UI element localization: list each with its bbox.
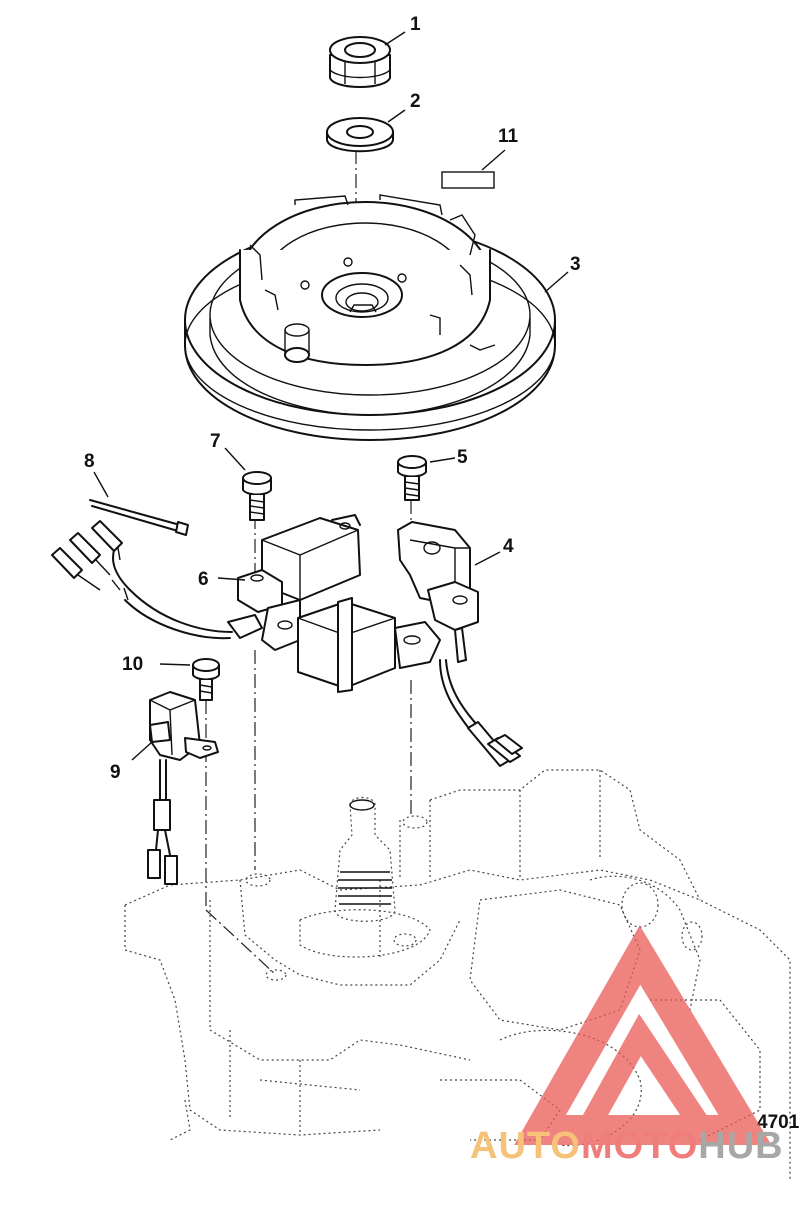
callout-2: 2 bbox=[410, 91, 421, 112]
cable-tie bbox=[89, 499, 189, 536]
callout-9: 9 bbox=[110, 762, 121, 783]
callout-11: 11 bbox=[498, 126, 519, 147]
powerhead-block bbox=[124, 769, 791, 1180]
crankshaft-taper bbox=[334, 796, 396, 922]
watermark-logo-icon bbox=[514, 925, 772, 1145]
callout-labels: 1 2 3 4 5 6 7 8 9 10 11 bbox=[84, 14, 581, 783]
callout-6: 6 bbox=[198, 569, 209, 590]
charging-coil bbox=[227, 597, 441, 693]
callout-10: 10 bbox=[122, 654, 143, 675]
flywheel bbox=[184, 194, 556, 441]
callout-5: 5 bbox=[457, 447, 468, 468]
wire-harness-left bbox=[51, 520, 233, 640]
stator-bolt-left bbox=[242, 471, 272, 521]
watermark: AUTOMOTOHUB bbox=[470, 925, 784, 1167]
svg-text:AUTOMOTOHUB: AUTOMOTOHUB bbox=[470, 1125, 784, 1167]
callout-8: 8 bbox=[84, 451, 95, 472]
figure-number: 4701 bbox=[757, 1112, 800, 1133]
trigger-coil bbox=[147, 691, 219, 885]
trigger-bolt bbox=[192, 658, 220, 701]
stator-bolt-right bbox=[397, 455, 427, 501]
callout-3: 3 bbox=[570, 254, 581, 275]
ignition-coil-left bbox=[237, 514, 361, 613]
watermark-hub: HUB bbox=[698, 1125, 783, 1167]
decal bbox=[441, 171, 495, 189]
watermark-moto: MOTO bbox=[581, 1125, 698, 1167]
callout-7: 7 bbox=[210, 431, 221, 452]
flywheel-washer bbox=[326, 117, 394, 153]
ignition-coil-right bbox=[397, 521, 479, 663]
callout-4: 4 bbox=[503, 536, 514, 557]
callout-1: 1 bbox=[410, 14, 421, 35]
flywheel-nut bbox=[329, 36, 391, 88]
callout-leaders bbox=[93, 31, 569, 761]
wire-harness-right bbox=[439, 659, 523, 767]
watermark-auto: AUTO bbox=[470, 1125, 581, 1167]
